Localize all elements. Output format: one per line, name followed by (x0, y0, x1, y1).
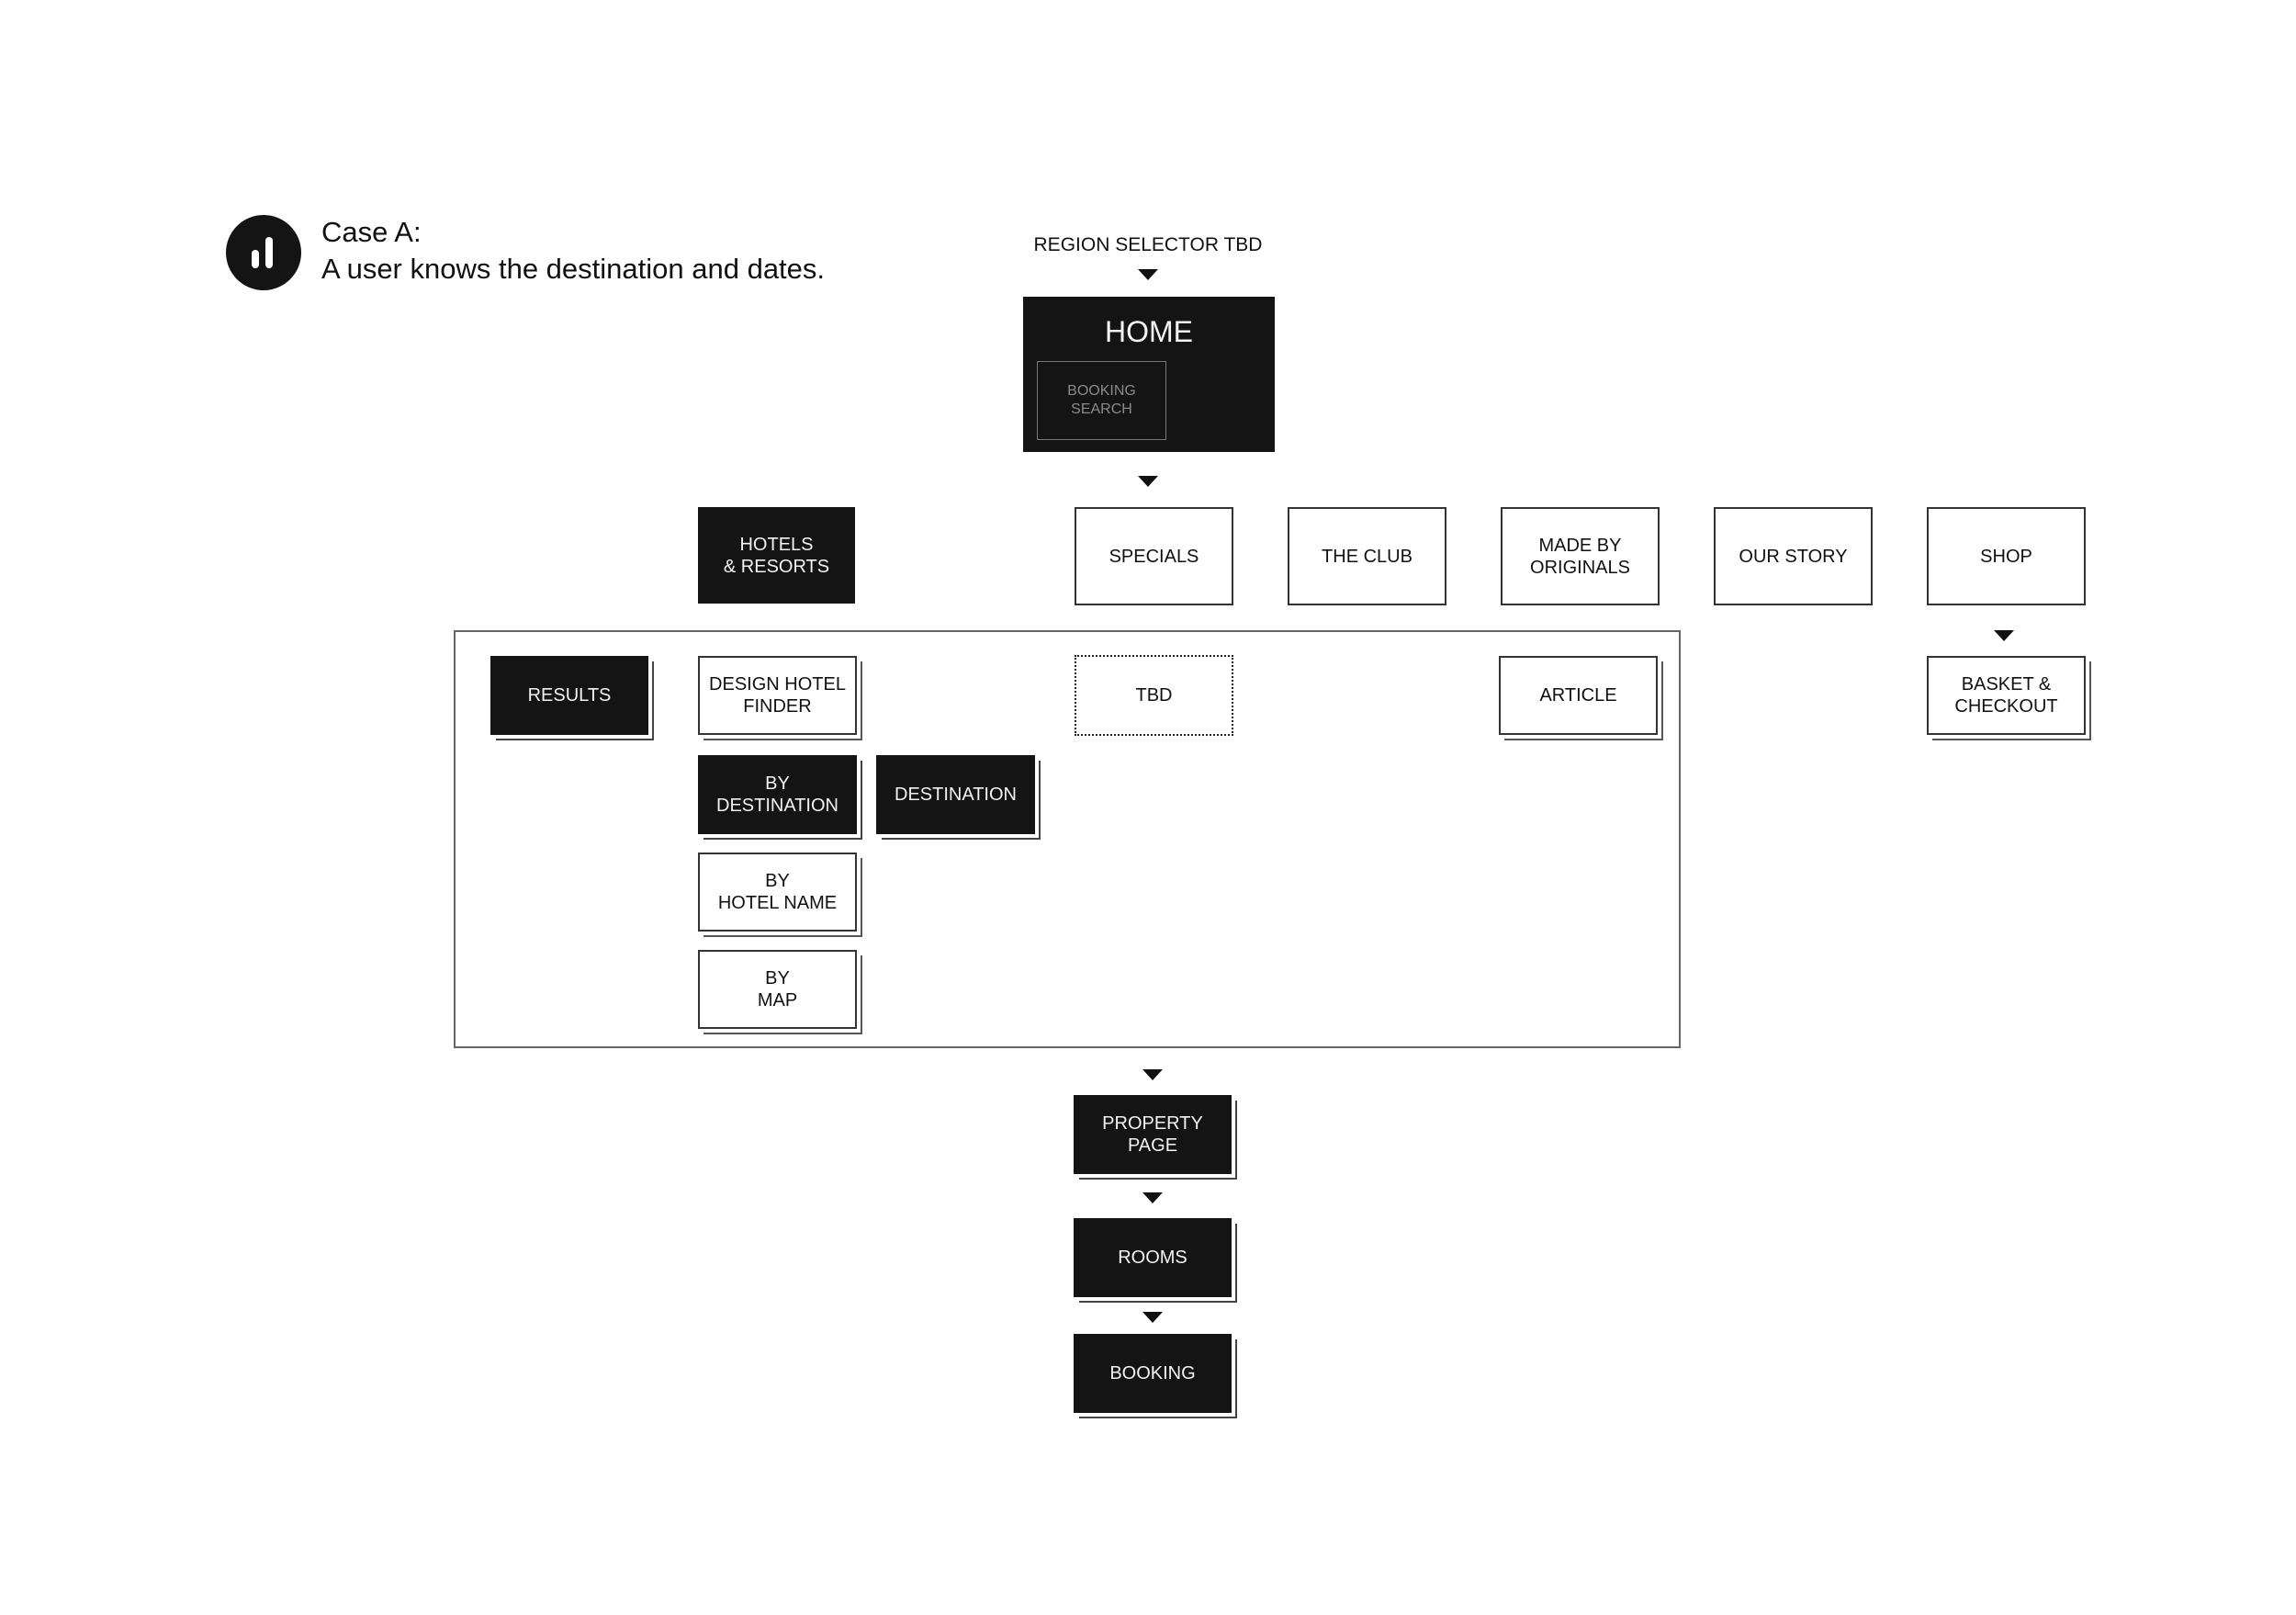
booking-search-box[interactable]: BOOKING SEARCH (1037, 361, 1166, 440)
booking-box[interactable]: BOOKING (1074, 1334, 1232, 1413)
case-subtitle: A user knows the destination and dates. (321, 253, 826, 285)
arrow-down-icon (1142, 1192, 1163, 1203)
results-box[interactable]: RESULTS (490, 656, 648, 735)
article-box[interactable]: ARTICLE (1499, 656, 1658, 735)
arrow-down-icon (1142, 1069, 1163, 1080)
case-title: Case A: (321, 216, 422, 248)
by-destination-box[interactable]: BY DESTINATION (698, 755, 857, 834)
our-story-box[interactable]: OUR STORY (1714, 507, 1873, 605)
arrow-down-icon (1994, 630, 2014, 641)
hotels-section-frame (454, 630, 1681, 1048)
design-hotel-finder-box[interactable]: DESIGN HOTEL FINDER (698, 656, 857, 735)
region-selector-label: REGION SELECTOR TBD (1033, 234, 1263, 255)
by-map-box[interactable]: BY MAP (698, 950, 857, 1029)
destination-box[interactable]: DESTINATION (876, 755, 1035, 834)
property-page-box[interactable]: PROPERTY PAGE (1074, 1095, 1232, 1174)
shop-box[interactable]: SHOP (1927, 507, 2086, 605)
tbd-box[interactable]: TBD (1075, 655, 1233, 736)
made-by-originals-box[interactable]: MADE BY ORIGINALS (1501, 507, 1660, 605)
by-hotel-name-box[interactable]: BY HOTEL NAME (698, 853, 857, 932)
the-club-box[interactable]: THE CLUB (1288, 507, 1446, 605)
arrow-down-icon (1138, 476, 1158, 487)
home-title: HOME (1105, 315, 1193, 348)
basket-checkout-box[interactable]: BASKET & CHECKOUT (1927, 656, 2086, 735)
hotels-resorts-box[interactable]: HOTELS & RESORTS (698, 507, 855, 604)
arrow-down-icon (1142, 1312, 1163, 1323)
specials-box[interactable]: SPECIALS (1075, 507, 1233, 605)
rooms-box[interactable]: ROOMS (1074, 1218, 1232, 1297)
home-block[interactable]: HOME BOOKING SEARCH (1023, 297, 1275, 452)
bar-chart-icon (226, 215, 301, 290)
arrow-down-icon (1138, 269, 1158, 280)
